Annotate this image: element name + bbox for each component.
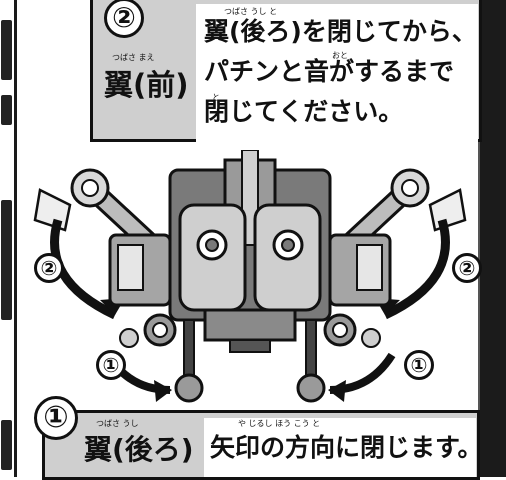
- left-border-line: [14, 0, 17, 477]
- right-side-parts: [328, 233, 392, 307]
- right-lower-arrow: [328, 352, 396, 402]
- right-lower-wing: [296, 313, 381, 403]
- edge-mark: [1, 20, 12, 80]
- left-side-parts: [108, 233, 172, 307]
- step2-number-badge: ②: [104, 0, 144, 38]
- step2-instruction: 翼(後ろ)を閉じてから、 パチンと音がするまで 閉じてください。: [204, 12, 477, 132]
- left-lower-wing: [119, 313, 204, 403]
- step2-instruction-line: 閉じてください。: [204, 97, 404, 126]
- step1-number-badge: ①: [34, 396, 78, 440]
- step2-ruby-line3: と: [212, 93, 220, 102]
- right-edge-strip: [480, 0, 506, 477]
- step2-instruction-line: 翼(後ろ)を閉じてから、: [204, 17, 477, 46]
- step1-instruction: 矢印の方向に閉じます。: [210, 433, 483, 462]
- step2-part-label: 翼(前): [104, 68, 189, 102]
- step2-ruby-line2: おと: [332, 51, 348, 60]
- step2-part-ruby: つばさ まえ: [112, 53, 155, 62]
- robot-body: [168, 150, 332, 353]
- right-step2-marker: ②: [452, 253, 482, 283]
- step1-instruction-panel: [204, 418, 476, 477]
- edge-mark: [1, 95, 12, 125]
- step1-part-ruby: つばさ うし: [96, 419, 139, 428]
- wing-closing-diagram: [33, 150, 467, 403]
- left-step1-marker: ①: [96, 350, 126, 380]
- step2-instruction-panel: [196, 4, 478, 142]
- step1-instruction-ruby: や じるし ほう こう と: [238, 419, 321, 428]
- step2-ruby-line1: つばさ うし と: [224, 7, 278, 16]
- right-border-line: [478, 0, 480, 477]
- left-step2-marker: ②: [34, 253, 64, 283]
- right-step1-marker: ①: [404, 350, 434, 380]
- step1-part-label: 翼(後ろ): [84, 433, 194, 466]
- edge-mark: [1, 200, 12, 320]
- step2-instruction-line: パチンと音がするまで: [204, 57, 455, 86]
- left-edge-strip: [0, 0, 14, 477]
- edge-mark: [1, 420, 12, 470]
